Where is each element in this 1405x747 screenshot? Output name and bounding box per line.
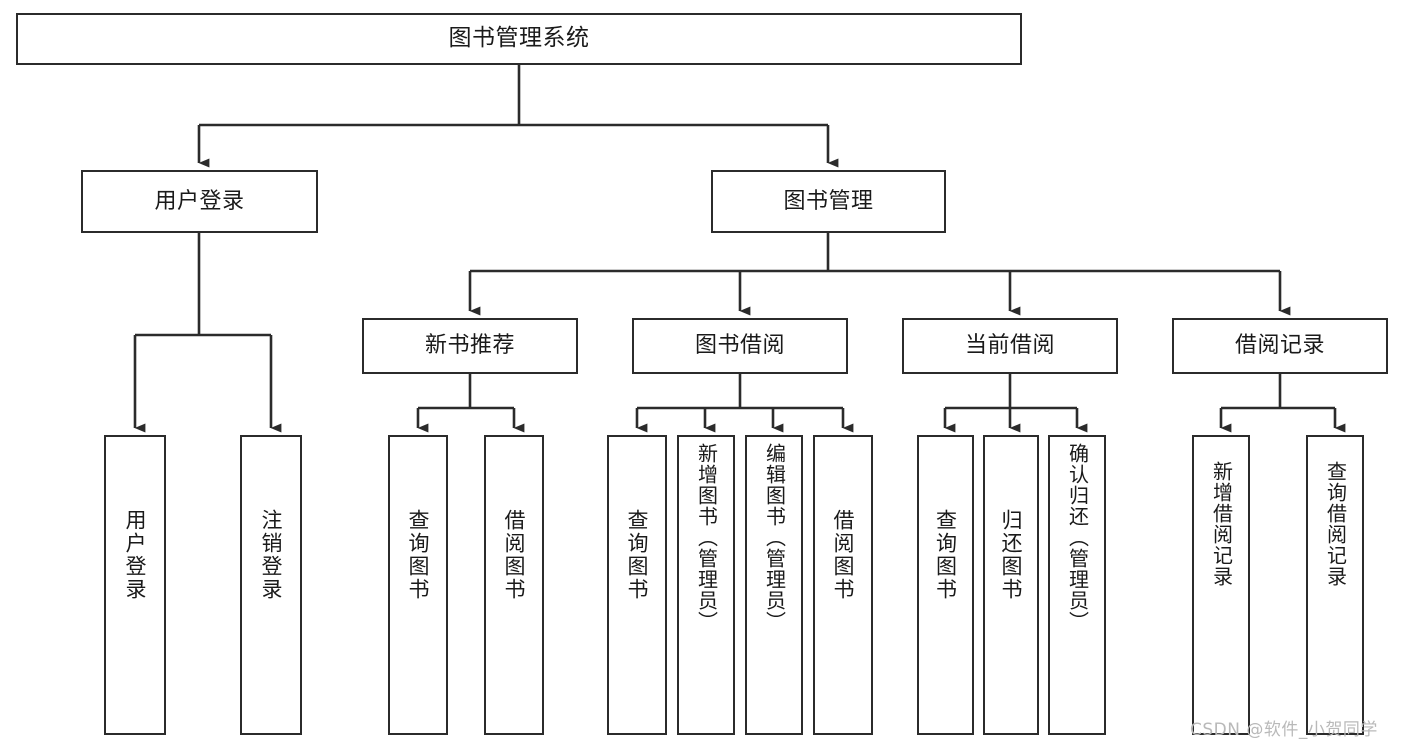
node-leaf-add-book[interactable]: 新增图书（管理员）	[677, 435, 735, 735]
node-new-book-rec[interactable]: 新书推荐	[362, 318, 578, 374]
node-label: 查询图书	[933, 509, 958, 601]
node-leaf-query-book-3[interactable]: 查询图书	[917, 435, 974, 735]
node-leaf-return-book[interactable]: 归还图书	[983, 435, 1039, 735]
node-borrow-record[interactable]: 借阅记录	[1172, 318, 1388, 374]
node-current-borrow[interactable]: 当前借阅	[902, 318, 1118, 374]
node-label: 确认归还（管理员）	[1065, 443, 1090, 632]
node-label: 用户登录	[123, 509, 148, 601]
node-label: 图书管理	[783, 188, 874, 214]
node-label: 新增借阅记录	[1209, 461, 1234, 587]
node-leaf-add-record[interactable]: 新增借阅记录	[1192, 435, 1250, 735]
node-label: 查询图书	[625, 509, 650, 601]
node-label: 借阅记录	[1234, 333, 1325, 359]
node-book-manage[interactable]: 图书管理	[711, 170, 946, 233]
node-leaf-user-login[interactable]: 用户登录	[104, 435, 166, 735]
node-label: 借阅图书	[831, 509, 856, 601]
node-leaf-query-book-1[interactable]: 查询图书	[388, 435, 448, 735]
node-label: 用户登录	[154, 188, 245, 214]
node-leaf-edit-book[interactable]: 编辑图书（管理员）	[745, 435, 803, 735]
node-label: 查询借阅记录	[1323, 461, 1348, 587]
node-label: 注销登录	[259, 509, 284, 601]
node-label: 图书管理系统	[448, 25, 590, 52]
node-label: 编辑图书（管理员）	[762, 443, 787, 632]
node-leaf-confirm-return[interactable]: 确认归还（管理员）	[1048, 435, 1106, 735]
node-leaf-borrow-book-1[interactable]: 借阅图书	[484, 435, 544, 735]
node-label: 图书借阅	[694, 333, 785, 359]
node-user-login[interactable]: 用户登录	[81, 170, 318, 233]
node-leaf-borrow-book-2[interactable]: 借阅图书	[813, 435, 873, 735]
node-leaf-logout-login[interactable]: 注销登录	[240, 435, 302, 735]
node-label: 借阅图书	[502, 509, 527, 601]
node-leaf-query-book-2[interactable]: 查询图书	[607, 435, 667, 735]
node-label: 当前借阅	[964, 333, 1055, 359]
node-label: 归还图书	[999, 509, 1024, 601]
node-label: 新增图书（管理员）	[694, 443, 719, 632]
node-label: 新书推荐	[424, 333, 515, 359]
node-leaf-query-record[interactable]: 查询借阅记录	[1306, 435, 1364, 735]
node-root-system[interactable]: 图书管理系统	[16, 13, 1022, 65]
node-label: 查询图书	[406, 509, 431, 601]
node-book-borrow[interactable]: 图书借阅	[632, 318, 848, 374]
